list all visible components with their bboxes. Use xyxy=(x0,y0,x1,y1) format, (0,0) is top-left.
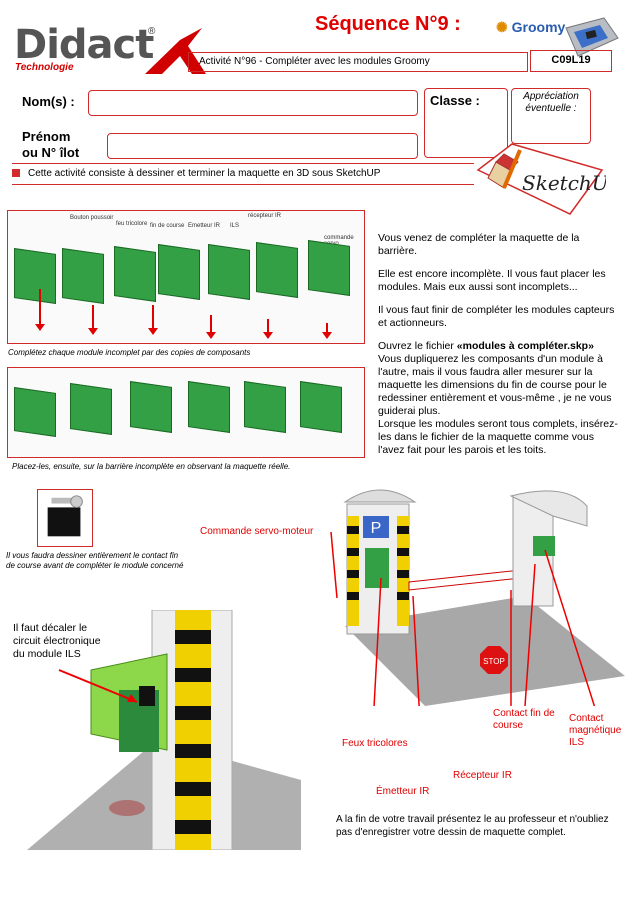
label-servo: Commande servo-moteur xyxy=(200,526,314,537)
ils-zoom-illustration xyxy=(7,610,301,850)
nom-label: Nom(s) : xyxy=(22,94,75,109)
classe-field[interactable] xyxy=(424,88,508,158)
classe-label: Classe : xyxy=(430,93,480,108)
arrow-down xyxy=(88,305,98,335)
module-label-fin-course: fin de course xyxy=(150,223,185,229)
prenom-label-line-2: ou N° îlot xyxy=(22,145,80,160)
module-bouton-complete xyxy=(14,387,56,437)
groomy-board-icon xyxy=(565,17,619,57)
activity-title: Activité N°96 - Compléter avec les modul… xyxy=(188,52,528,72)
prenom-field[interactable] xyxy=(107,133,418,159)
sketchup-logo-icon: SketchUp xyxy=(476,143,606,215)
didact-x-logo-icon xyxy=(145,28,206,74)
instructions-p4-pre: Ouvrez le fichier xyxy=(378,340,457,352)
arrow-down xyxy=(322,323,332,339)
final-instructions: A la fin de votre travail présentez le a… xyxy=(336,814,609,838)
caption-limit-switch: Il vous faudra dessiner entièrement le c… xyxy=(6,551,184,570)
instructions-p2: Elle est encore incomplète. Il vous faut… xyxy=(378,268,606,293)
label-fin-course: Contact fin de course xyxy=(493,708,555,731)
barrier-illustration: P STOP xyxy=(330,489,625,706)
module-bouton-incomplete xyxy=(14,248,56,304)
module-label-ils: ILS xyxy=(230,223,240,229)
module-emetteur-complete xyxy=(188,381,230,433)
modules-complete-panel xyxy=(7,367,365,458)
module-fin-course-incomplete xyxy=(114,246,156,302)
ils-note: Il faut décaler le circuit électronique … xyxy=(13,622,101,660)
label-ils: Contact magnétique ILS xyxy=(569,713,622,748)
module-label-emetteur: Emetteur IR xyxy=(188,223,221,229)
intro-text: Cette activité consiste à dessiner et te… xyxy=(12,163,474,185)
caption-place-modules: Placez-les, ensuite, sur la barrière inc… xyxy=(12,462,291,471)
module-label-bouton: Bouton poussoir xyxy=(70,215,114,221)
module-ils-complete xyxy=(244,381,286,433)
modules-incomplete-panel: Bouton poussoir feu tricolore fin de cou… xyxy=(7,210,365,344)
label-emetteur: Émetteur IR xyxy=(376,786,430,797)
parking-sign: P xyxy=(371,520,382,537)
caption-complete-modules: Complétez chaque module incomplet par de… xyxy=(8,348,251,357)
module-recepteur-incomplete xyxy=(256,242,298,298)
instructions-p4-post: Vous dupliquerez les composants d'un mod… xyxy=(378,353,612,417)
instructions-p3: Il vous faut finir de compléter les modu… xyxy=(378,304,615,329)
module-label-recepteur: récepteur IR xyxy=(248,213,282,219)
appreciation-label-2: éventuelle : xyxy=(525,103,577,114)
stop-sign: STOP xyxy=(483,657,505,666)
didact-logo-subtitle: Technologie xyxy=(15,62,74,73)
sketchup-logo-text: SketchUp xyxy=(522,171,606,195)
label-feux: Feux tricolores xyxy=(342,738,408,749)
instructions-p4: Ouvrez le fichier «modules à compléter.s… xyxy=(378,340,618,418)
arrow-down xyxy=(206,315,216,339)
arrow-down xyxy=(148,305,158,335)
intro-bullet xyxy=(12,169,20,177)
module-ils-incomplete xyxy=(208,244,250,300)
module-servo-complete xyxy=(300,381,342,433)
sequence-title: Séquence N°9 : xyxy=(315,13,461,35)
groomy-logo: ✺ Groomy xyxy=(496,19,566,35)
prenom-label: Prénom ou N° îlot xyxy=(22,129,79,161)
module-fin-course-complete xyxy=(130,381,172,433)
module-feu-incomplete xyxy=(62,248,104,304)
arrow-down xyxy=(263,319,273,339)
instructions-p1: Vous venez de compléter la maquette de l… xyxy=(378,232,580,257)
nom-field[interactable] xyxy=(88,90,418,116)
module-feu-complete xyxy=(70,383,112,435)
appreciation-label-1: Appréciation xyxy=(523,91,579,102)
registered-mark: ® xyxy=(148,26,156,37)
activity-code: C09L19 xyxy=(530,50,612,72)
arrow-down xyxy=(35,289,45,331)
file-name: «modules à compléter.skp» xyxy=(456,340,594,352)
module-emetteur-incomplete xyxy=(158,244,200,300)
prenom-label-line-1: Prénom xyxy=(22,129,71,144)
label-recepteur: Récepteur IR xyxy=(453,770,512,781)
groomy-logo-text: Groomy xyxy=(511,19,566,35)
instructions-text: Vous venez de compléter la maquette de l… xyxy=(378,232,618,467)
appreciation-field[interactable]: Appréciation éventuelle : xyxy=(511,88,591,144)
module-servo-incomplete xyxy=(308,240,350,296)
didact-logo: Didact xyxy=(14,22,154,68)
instructions-p5: Lorsque les modules seront tous complets… xyxy=(378,418,618,456)
module-label-feu: feu tricolore xyxy=(116,221,148,227)
limit-switch-image xyxy=(37,489,93,547)
